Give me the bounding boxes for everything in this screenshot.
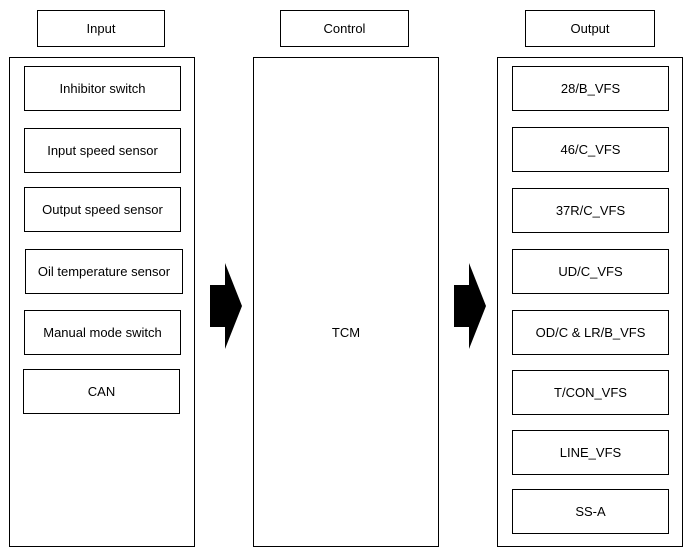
input-item-label: Output speed sensor xyxy=(42,202,163,217)
arrow-shape xyxy=(454,263,486,349)
input-item-label: Inhibitor switch xyxy=(59,81,146,96)
output-item-odc-lrb-vfs: OD/C & LR/B_VFS xyxy=(512,310,669,355)
output-item-ss-a: SS-A xyxy=(512,489,669,534)
output-item-46c-vfs: 46/C_VFS xyxy=(512,127,669,172)
output-item-28b-vfs: 28/B_VFS xyxy=(512,66,669,111)
output-item-label: OD/C & LR/B_VFS xyxy=(535,325,646,340)
input-item-input-speed-sensor: Input speed sensor xyxy=(24,128,181,173)
output-item-label: SS-A xyxy=(575,504,606,519)
input-item-manual-mode-switch: Manual mode switch xyxy=(24,310,181,355)
input-item-output-speed-sensor: Output speed sensor xyxy=(24,187,181,232)
output-header: Output xyxy=(525,10,655,47)
output-item-udc-vfs: UD/C_VFS xyxy=(512,249,669,294)
control-to-output-arrow xyxy=(454,263,486,349)
arrow-shape xyxy=(210,263,242,349)
output-item-label: 37R/C_VFS xyxy=(555,203,626,218)
output-item-line-vfs: LINE_VFS xyxy=(512,430,669,475)
input-item-label: Manual mode switch xyxy=(43,325,162,340)
output-header-label: Output xyxy=(570,21,610,36)
input-item-label: CAN xyxy=(87,384,116,399)
input-item-label: Oil temperature sensor xyxy=(37,264,171,279)
input-header: Input xyxy=(37,10,165,47)
output-item-label: UD/C_VFS xyxy=(558,264,623,279)
control-tcm-box: TCM xyxy=(253,57,439,547)
control-header-label: Control xyxy=(323,21,366,36)
output-item-37rc-vfs: 37R/C_VFS xyxy=(512,188,669,233)
input-item-inhibitor-switch: Inhibitor switch xyxy=(24,66,181,111)
output-item-label: LINE_VFS xyxy=(559,445,622,460)
input-to-control-arrow xyxy=(210,263,242,349)
output-item-tcon-vfs: T/CON_VFS xyxy=(512,370,669,415)
control-header: Control xyxy=(280,10,409,47)
output-item-label: T/CON_VFS xyxy=(554,385,627,400)
input-header-label: Input xyxy=(86,21,116,36)
tcm-label: TCM xyxy=(331,324,361,340)
input-item-can: CAN xyxy=(23,369,180,414)
input-item-oil-temperature-sensor: Oil temperature sensor xyxy=(25,249,183,294)
output-item-label: 46/C_VFS xyxy=(560,142,621,157)
input-item-label: Input speed sensor xyxy=(47,143,158,158)
output-item-label: 28/B_VFS xyxy=(560,81,621,96)
